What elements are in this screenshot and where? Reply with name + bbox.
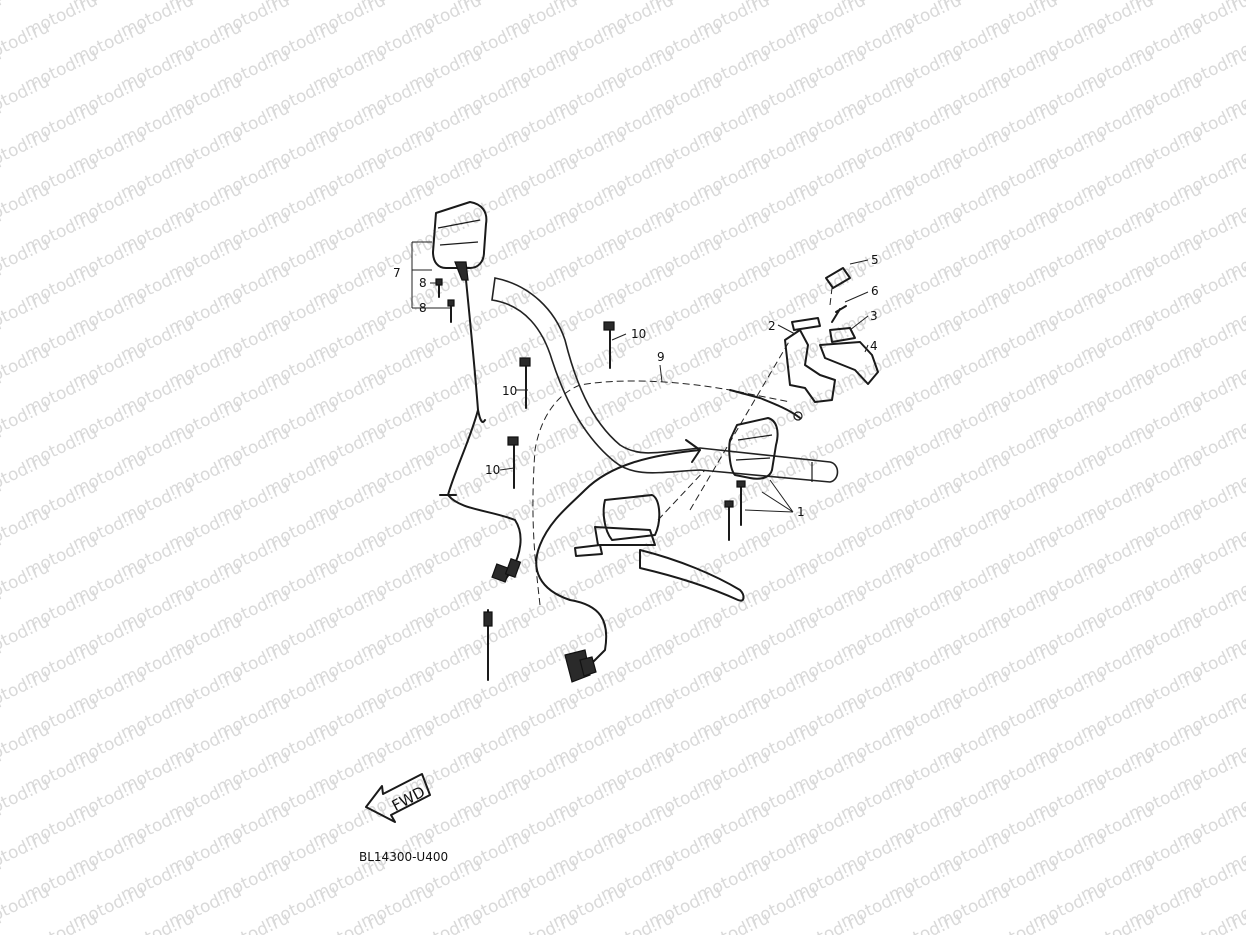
watermark-text: motod.ru xyxy=(310,908,389,935)
diagram-code: BL14300-U400 xyxy=(359,850,449,864)
callout-10a: 10 xyxy=(631,327,646,341)
callout-3: 3 xyxy=(870,309,878,323)
watermark-text: motod.ru xyxy=(0,827,53,878)
callout-5: 5 xyxy=(871,253,879,267)
right-switch-harness xyxy=(535,449,701,666)
cable-ties xyxy=(507,321,615,489)
watermark-text: motod.ru xyxy=(0,611,53,662)
watermark-text: motod.ru xyxy=(0,773,53,824)
watermark-text: motod.ru xyxy=(214,908,293,935)
callout-6: 6 xyxy=(871,284,879,298)
watermark-text: motod.ru xyxy=(1174,908,1246,935)
callout-10c: 10 xyxy=(485,463,500,477)
callout-7: 7 xyxy=(393,266,401,280)
throttle-cable xyxy=(729,389,801,419)
watermark-text: motod.ru xyxy=(0,287,53,338)
watermark-text: motod.ru xyxy=(406,908,485,935)
watermark-text: motod.ru xyxy=(0,503,53,554)
clutch-screw xyxy=(831,305,847,323)
watermark-text: motod.ru xyxy=(0,908,5,935)
clutch-adjuster-pin xyxy=(825,267,851,289)
callout-8b: 8 xyxy=(419,301,427,315)
watermark-text: motod.ru xyxy=(0,557,53,608)
watermark-text: motod.ru xyxy=(598,908,677,935)
leader-lines xyxy=(411,241,869,513)
handlebar xyxy=(491,277,839,483)
left-switch-harness xyxy=(447,279,522,581)
left-housing-screws xyxy=(435,278,455,323)
watermark-text: motod.ru xyxy=(0,233,53,284)
master-cylinder-and-lever xyxy=(574,494,745,602)
watermark-text: motod.ru xyxy=(694,908,773,935)
clutch-lever-bracket xyxy=(784,317,879,403)
watermark-text: motod.ru xyxy=(886,908,965,935)
watermark-text: motod.ru xyxy=(0,125,53,176)
watermark-text: motod.ru xyxy=(790,908,869,935)
watermark-text: motod.ru xyxy=(0,881,53,932)
watermark-text: motod.ru xyxy=(0,179,53,230)
watermark-text: motod.ru xyxy=(502,908,581,935)
watermark-text: motod.ru xyxy=(0,449,53,500)
watermark-text: motod.ru xyxy=(0,341,53,392)
watermark-text: motod.ru xyxy=(1078,908,1157,935)
watermark-text: motod.ru xyxy=(982,908,1061,935)
callout-9: 9 xyxy=(657,350,665,364)
watermark-text: motod.ru xyxy=(0,719,53,770)
callout-1: 1 xyxy=(797,505,805,519)
watermark-text: motod.ru xyxy=(0,17,53,68)
watermark-text: motod.ru xyxy=(0,665,53,716)
watermark-text: motod.ru xyxy=(0,395,53,446)
watermark-text: motod.ru xyxy=(0,71,53,122)
wiring-route-dashed xyxy=(532,380,791,606)
left-switch-housing xyxy=(432,201,488,281)
callout-2: 2 xyxy=(768,319,776,333)
callout-8a: 8 xyxy=(419,276,427,290)
right-switch-housing xyxy=(724,417,779,541)
callout-10b: 10 xyxy=(502,384,517,398)
watermark-text: motod.ru xyxy=(22,908,101,935)
watermark-text: motod.ru xyxy=(118,908,197,935)
callout-4: 4 xyxy=(870,339,878,353)
callout-labels: 1 2 3 4 5 6 7 8 8 9 10 10 10 xyxy=(393,253,879,519)
